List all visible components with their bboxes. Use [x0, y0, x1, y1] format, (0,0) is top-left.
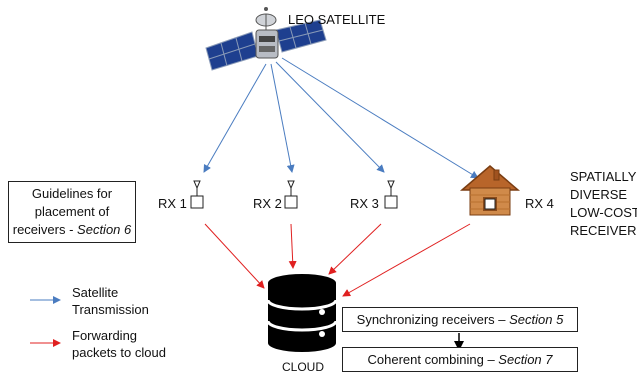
transmission-arrow-rx4 — [281, 57, 479, 179]
guidelines-line-1: Guidelines for — [31, 186, 113, 201]
spatially-diverse-note: SPATIALLY DIVERSE LOW-COST RECEIVERS — [570, 168, 637, 240]
synchronizing-box: Synchronizing receivers – Section 5 — [342, 307, 578, 332]
synchronizing-section-ref: Section 5 — [509, 312, 564, 327]
guidelines-section-ref: Section 6 — [77, 222, 132, 237]
satellite-icon — [205, 7, 327, 71]
coherent-combining-text: Coherent combining – — [367, 352, 499, 367]
forwarding-arrow-rx3 — [328, 223, 382, 275]
legend-satellite-transmission: Satellite Transmission — [72, 284, 149, 318]
spatial-note-line: DIVERSE — [570, 187, 628, 202]
legend-item-label: Forwarding — [72, 328, 138, 343]
receiver-rx2-icon — [284, 180, 298, 209]
cloud-database-icon — [266, 274, 338, 352]
receiver-rx1-icon — [190, 180, 204, 209]
legend-item-label: Transmission — [72, 302, 149, 317]
cloud-label: CLOUD — [282, 360, 325, 374]
satellite-transmission-arrows — [203, 57, 479, 179]
guidelines-line-2: placement of — [34, 204, 110, 219]
spatial-note-line: RECEIVERS — [570, 223, 637, 238]
coherent-combining-section-ref: Section 7 — [498, 352, 553, 367]
spatial-note-line: LOW-COST — [570, 205, 637, 220]
guidelines-box: Guidelines for placement of receivers - … — [8, 181, 136, 243]
transmission-arrow-rx1 — [203, 63, 267, 173]
rx1-label: RX 1 — [158, 196, 187, 211]
transmission-arrow-rx2 — [270, 63, 295, 173]
coherent-combining-box: Coherent combining – Section 7 — [342, 347, 578, 372]
forwarding-arrows — [204, 223, 471, 297]
guidelines-line-3: receivers - Section 6 — [9, 221, 135, 239]
rx2-label: RX 2 — [253, 196, 282, 211]
satellite-label: LEO SATELLITE — [288, 12, 386, 27]
legend-item-label: Satellite — [72, 285, 119, 300]
forwarding-arrow-rx4 — [342, 223, 471, 297]
forwarding-arrow-rx2 — [288, 223, 297, 269]
house-icon — [459, 165, 521, 216]
forwarding-arrow-rx1 — [204, 223, 265, 289]
transmission-arrow-rx3 — [275, 61, 385, 173]
receiver-rx3-icon — [384, 180, 398, 209]
rx4-label: RX 4 — [525, 196, 554, 211]
spatial-note-line: SPATIALLY — [570, 169, 637, 184]
guidelines-line-3-text: receivers - — [12, 222, 78, 237]
rx3-label: RX 3 — [350, 196, 379, 211]
legend-forwarding-packets: Forwarding packets to cloud — [72, 327, 166, 361]
synchronizing-text: Synchronizing receivers – — [356, 312, 510, 327]
legend-item-label: packets to cloud — [72, 345, 166, 360]
